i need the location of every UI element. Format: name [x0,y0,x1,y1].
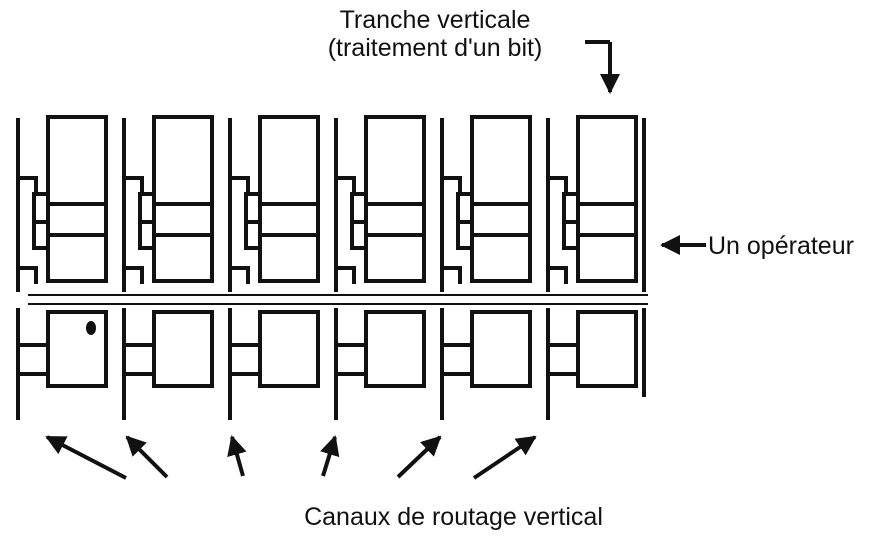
routing-wire [16,266,38,284]
connector-tab [32,220,50,250]
lower-cell [576,310,638,388]
routing-wire [228,176,250,192]
slice-label: Tranche verticale (traitement d'un bit) [290,6,580,62]
connector-tab [350,192,368,224]
routing-wire [122,266,144,284]
routing-wire [440,176,462,192]
lower-cell [364,310,426,388]
operator-column [470,115,532,283]
connector-tab [244,192,262,224]
connector-tab [32,192,50,224]
slice-label-line2: (traitement d'un bit) [327,34,543,62]
channel-arrow [227,435,247,477]
channel-arrow [396,435,442,479]
connector-tab [456,192,474,224]
lower-cell [258,310,320,388]
routing-wire [334,176,356,192]
operator-column [258,115,320,283]
connector-tab [350,220,368,250]
channels-label: Canaux de routage vertical [304,503,603,531]
operator-column [46,115,108,283]
connector-tab [244,220,262,250]
routing-wire [334,266,356,284]
lower-cell [152,310,214,388]
lower-cell [46,310,108,388]
connector-tab [562,192,580,224]
ink-dot [86,321,96,335]
operator-label: Un opérateur [708,232,854,260]
routing-wire [122,176,144,192]
operator-column [576,115,638,283]
connector-tab [138,220,156,250]
routing-wire [16,176,38,192]
operator-column [152,115,214,283]
channel-arrow [320,435,340,477]
lower-cell [470,310,532,388]
channel-arrow [125,435,169,479]
operator-column [364,115,426,283]
routing-wire [440,266,462,284]
routing-wire [546,266,568,284]
routing-wire [546,176,568,192]
routing-wire [228,266,250,284]
connector-tab [456,220,474,250]
slice-label-line1: Tranche verticale [339,6,531,34]
connector-tab [138,192,156,224]
connector-tab [562,220,580,250]
channel-arrow [45,435,127,480]
channel-arrow [472,435,537,480]
